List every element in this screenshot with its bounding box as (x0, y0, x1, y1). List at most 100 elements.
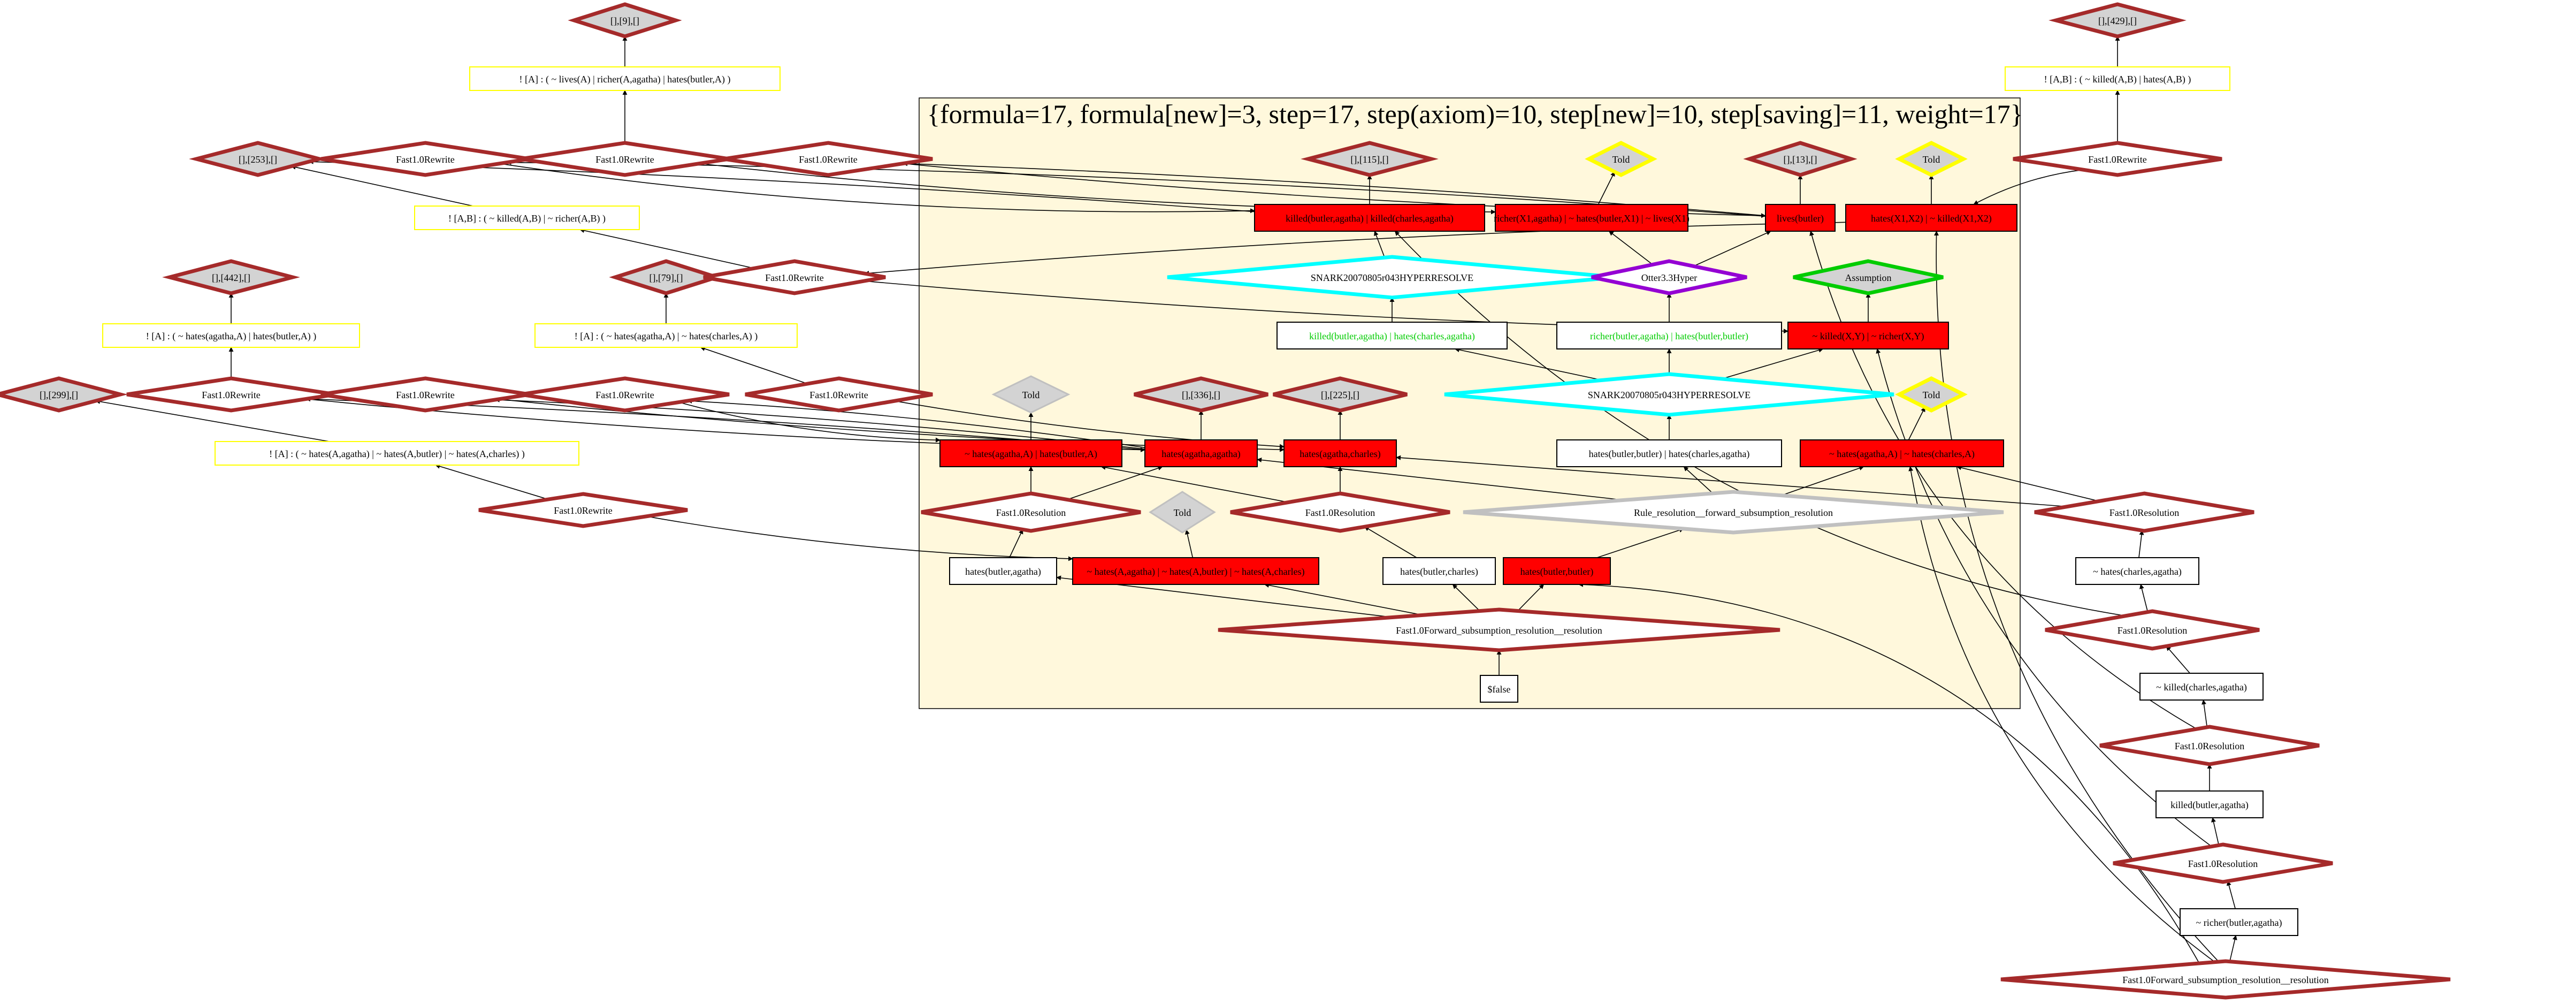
node-res2[interactable]: Fast1.0Resolution (1230, 491, 1450, 533)
node-f-killed-hates[interactable]: ! [A,B] : ( ~ killed(A,B) | hates(A,B) ) (2005, 66, 2230, 91)
node-n-299[interactable]: [],[299],[] (0, 376, 128, 413)
node-f-killed-richer[interactable]: ! [A,B] : ( ~ killed(A,B) | ~ richer(A,B… (414, 206, 640, 230)
edge-res4-to-c-killed-or (1394, 231, 2126, 617)
node-snark2[interactable]: SNARK20070805r043HYPERRESOLVE (1444, 372, 1894, 417)
node-c-not-hates-charles-agatha[interactable]: ~ hates(charles,agatha) (2075, 557, 2199, 585)
node-told2[interactable]: Told (1895, 141, 1968, 177)
node-f-lives-shape (469, 66, 781, 91)
node-r10[interactable]: Fast1.0Rewrite (2013, 141, 2222, 177)
node-c-richer-hates-lives[interactable]: richer(X1,agatha) | ~ hates(butler,X1) |… (1494, 204, 1690, 232)
node-c-false[interactable]: $false (1480, 675, 1518, 703)
edge-res3-to-c-hates-agatha-charles (1396, 455, 2068, 507)
node-c-false-label: $false (1488, 684, 1511, 695)
node-c-hates-butler-charles-label: hates(butler,charles) (1400, 566, 1478, 577)
node-r2[interactable]: Fast1.0Rewrite (520, 141, 730, 177)
edge-c-not-richer-butler-agatha-to-res6 (2226, 880, 2236, 909)
edge-res6-to-c-killed-butler-agatha (2211, 817, 2220, 846)
node-r4[interactable]: Fast1.0Rewrite (703, 259, 886, 295)
node-f-lives[interactable]: ! [A] : ( ~ lives(A) | richer(A,agatha) … (469, 66, 781, 91)
node-n-115-shape (1301, 141, 1439, 177)
node-r5[interactable]: Fast1.0Rewrite (126, 376, 336, 413)
node-c-g-richer[interactable]: richer(butler,agatha) | hates(butler,but… (1556, 322, 1782, 349)
node-c-not-killed-charles-agatha[interactable]: ~ killed(charles,agatha) (2139, 673, 2264, 701)
node-f-hates-three[interactable]: ! [A] : ( ~ hates(A,agatha) | ~ hates(A,… (215, 441, 579, 466)
node-r9[interactable]: Fast1.0Rewrite (478, 492, 688, 528)
node-n-79[interactable]: [],[79],[] (609, 259, 723, 295)
node-told5[interactable]: Told (1149, 491, 1216, 534)
node-res6[interactable]: Fast1.0Resolution (2113, 842, 2333, 884)
node-res3[interactable]: Fast1.0Resolution (2034, 491, 2254, 533)
node-c-killed-or[interactable]: killed(butler,agatha) | killed(charles,a… (1254, 204, 1485, 232)
node-otter[interactable]: Otter3.3Hyper (1591, 259, 1747, 295)
node-c-hates-butler-charles-shape (1382, 557, 1496, 585)
node-told3[interactable]: Told (991, 375, 1071, 414)
node-fwd1[interactable]: Fast1.0Forward_subsumption_resolution__r… (1218, 607, 1780, 652)
node-rule-res[interactable]: Rule_resolution__forward_subsumption_res… (1463, 490, 2004, 535)
node-c-not-richer-butler-agatha[interactable]: ~ richer(butler,agatha) (2180, 908, 2298, 936)
node-assumption[interactable]: Assumption (1793, 259, 1944, 295)
node-told1[interactable]: Told (1585, 141, 1657, 177)
node-c-lives-butler-label: lives(butler) (1777, 213, 1824, 224)
node-n-13[interactable]: [],[13],[] (1743, 141, 1858, 177)
node-n-429[interactable]: [],[429],[] (2048, 2, 2187, 39)
node-c-hates-agatha-agatha[interactable]: hates(agatha,agatha) (1144, 439, 1258, 467)
node-c-hates-agatha-charles[interactable]: hates(agatha,charles) (1283, 439, 1397, 467)
edge-snark2-to-c-g-killed (1454, 347, 1602, 381)
node-c-hates-agatha-A-charles[interactable]: ~ hates(agatha,A) | ~ hates(charles,A) (1800, 439, 2004, 467)
node-f-hates-agatha-butler[interactable]: ! [A] : ( ~ hates(agatha,A) | hates(butl… (102, 323, 360, 348)
node-n-442[interactable]: [],[442],[] (162, 259, 300, 295)
node-c-killed-butler-agatha[interactable]: killed(butler,agatha) (2155, 790, 2264, 818)
node-n-13-shape (1743, 141, 1858, 177)
edge-c-not-killed-charles-agatha-to-res4 (2166, 645, 2190, 674)
edge-c-hates-butler-charles-to-res2 (1364, 526, 1417, 558)
edge-fwd2-to-c-hates-agatha-A-charles (1908, 466, 2215, 963)
node-res4-shape (2045, 609, 2260, 651)
node-fwd2[interactable]: Fast1.0Forward_subsumption_resolution__r… (2000, 959, 2451, 1000)
node-n-225[interactable]: [],[225],[] (1273, 376, 1408, 413)
node-c-hates-agatha-agatha-label: hates(agatha,agatha) (1161, 448, 1240, 460)
node-n-115[interactable]: [],[115],[] (1301, 141, 1439, 177)
node-c-hates-butler-butler[interactable]: hates(butler,butler) (1503, 557, 1611, 585)
node-c-killed-richer[interactable]: ~ killed(X,Y) | ~ richer(X,Y) (1787, 322, 1949, 349)
node-c-hates-agatha-butler[interactable]: ~ hates(agatha,A) | hates(butler,A) (939, 439, 1122, 467)
node-r1[interactable]: Fast1.0Rewrite (320, 141, 530, 177)
node-fwd1-shape (1218, 607, 1780, 652)
node-fwd1-label: Fast1.0Forward_subsumption_resolution__r… (1396, 625, 1602, 636)
edge-r9-to-f-hates-three (435, 464, 548, 500)
node-n-336[interactable]: [],[336],[] (1134, 376, 1268, 413)
node-res5[interactable]: Fast1.0Resolution (2099, 725, 2320, 766)
edge-res6-to-c-killed-richer (1876, 348, 2212, 847)
node-n-225-label: [],[225],[] (1321, 390, 1359, 400)
node-n-336-label: [],[336],[] (1182, 390, 1220, 400)
node-c-lives-butler[interactable]: lives(butler) (1765, 204, 1836, 232)
node-r3[interactable]: Fast1.0Rewrite (723, 141, 933, 177)
node-c-hates-agatha-A-charles-label: ~ hates(agatha,A) | ~ hates(charles,A) (1829, 448, 1975, 460)
node-r6[interactable]: Fast1.0Rewrite (320, 376, 530, 413)
node-r8[interactable]: Fast1.0Rewrite (745, 376, 933, 413)
node-c-hates-butler-charles[interactable]: hates(butler,charles) (1382, 557, 1496, 585)
node-n-9[interactable]: [],[9],[] (568, 2, 682, 39)
node-told4[interactable]: Told (1895, 376, 1968, 413)
node-c-not-killed-charles-agatha-label: ~ killed(charles,agatha) (2156, 682, 2247, 693)
node-n-253[interactable]: [],[253],[] (189, 141, 327, 177)
node-c-g-hates-bb-ca[interactable]: hates(butler,butler) | hates(charles,aga… (1556, 439, 1782, 467)
node-c-hates-killed[interactable]: hates(X1,X2) | ~ killed(X1,X2) (1845, 204, 2017, 232)
node-f-hates-agatha-charles[interactable]: ! [A] : ( ~ hates(agatha,A) | ~ hates(ch… (534, 323, 798, 348)
node-f-hates-agatha-charles-shape (534, 323, 798, 348)
node-c-not-hates-charles-agatha-label: ~ hates(charles,agatha) (2093, 566, 2182, 577)
node-f-hates-agatha-butler-label: ! [A] : ( ~ hates(agatha,A) | hates(butl… (146, 331, 317, 342)
node-c-hates-butler-agatha[interactable]: hates(butler,agatha) (949, 557, 1057, 585)
node-res1[interactable]: Fast1.0Resolution (921, 491, 1141, 533)
node-fwd2-shape (2000, 959, 2451, 1000)
node-res4[interactable]: Fast1.0Resolution (2045, 609, 2260, 651)
edge-c-hates-butler-butler-to-rule-res (1596, 528, 1684, 558)
node-r7[interactable]: Fast1.0Rewrite (520, 376, 730, 413)
node-res6-shape (2113, 842, 2333, 884)
node-c-hates-three[interactable]: ~ hates(A,agatha) | ~ hates(A,butler) | … (1072, 557, 1319, 585)
node-snark1[interactable]: SNARK20070805r043HYPERRESOLVE (1167, 255, 1617, 300)
edge-c-not-hates-charles-agatha-to-res3 (2138, 530, 2144, 558)
node-c-g-killed[interactable]: killed(butler,agatha) | hates(charles,ag… (1276, 322, 1508, 349)
node-c-g-hates-bb-ca-label: hates(butler,butler) | hates(charles,aga… (1589, 448, 1750, 460)
proof-cluster (919, 97, 2021, 709)
